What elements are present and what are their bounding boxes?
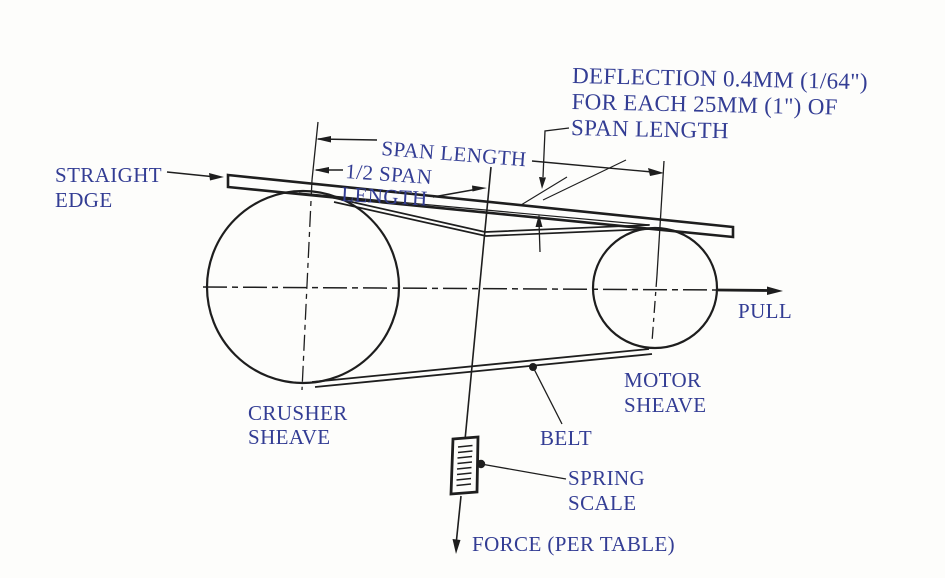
deflection-note-line1: DEFLECTION 0.4MM (1/64") bbox=[572, 63, 868, 94]
motor-sheave-circle bbox=[591, 226, 719, 350]
pull-arrow-icon bbox=[767, 286, 783, 295]
labels: DEFLECTION 0.4MM (1/64") FOR EACH 25MM (… bbox=[55, 63, 868, 556]
pull-arrow bbox=[717, 286, 783, 295]
motor-sheave-label-line2: SHEAVE bbox=[624, 393, 707, 417]
crusher-vertical-centerline bbox=[301, 179, 313, 391]
spring-scale-icon bbox=[449, 435, 480, 496]
deflection-note-leader bbox=[542, 127, 570, 178]
span-length-left-arrow-icon bbox=[316, 136, 331, 143]
crusher-sheave-label-line1: CRUSHER bbox=[248, 401, 348, 425]
belt-leader-group bbox=[529, 363, 563, 425]
belt-label: BELT bbox=[540, 426, 592, 450]
belt-lower-span-top-edge bbox=[311, 348, 650, 383]
deflection-witness-line-2 bbox=[542, 159, 627, 201]
force-line-lower bbox=[455, 495, 462, 541]
force-line-upper bbox=[464, 166, 492, 441]
span-length-right-shaft bbox=[531, 160, 653, 173]
crusher-sheave-label-line2: SHEAVE bbox=[248, 425, 331, 449]
spring-scale-label-line2: SCALE bbox=[568, 491, 637, 515]
belt-lower-span-bottom-edge bbox=[314, 353, 653, 388]
straight-edge-arrow-icon bbox=[209, 173, 224, 181]
crusher-reference-line bbox=[311, 121, 319, 181]
belt-undeflected-chord bbox=[298, 192, 651, 226]
spring-scale-label-line1: SPRING bbox=[568, 466, 645, 490]
pull-label: PULL bbox=[738, 299, 792, 323]
horizontal-centerline bbox=[202, 286, 719, 291]
force-arrow-icon bbox=[452, 539, 461, 554]
deflection-up-arrow-icon bbox=[535, 214, 543, 227]
deflection-note: DEFLECTION 0.4MM (1/64") FOR EACH 25MM (… bbox=[571, 63, 868, 143]
motor-vertical-centerline bbox=[651, 274, 658, 343]
deflection-dimension bbox=[520, 127, 627, 253]
straight-edge-leader-shaft bbox=[166, 171, 212, 178]
straight-edge-leader bbox=[166, 171, 224, 181]
deflection-note-line2: FOR EACH 25MM (1") OF bbox=[571, 89, 838, 120]
pull-arrow-shaft bbox=[717, 288, 771, 292]
deflection-witness-line-1 bbox=[520, 176, 568, 206]
force-assembly bbox=[449, 166, 567, 554]
span-length-right-arrow-icon bbox=[648, 168, 664, 176]
half-span-dimension bbox=[314, 167, 487, 198]
spring-scale-leader bbox=[480, 463, 567, 480]
centerlines bbox=[202, 121, 719, 391]
belt-deflected-bottom-edge bbox=[333, 201, 651, 237]
span-length-dimension bbox=[316, 136, 664, 176]
deflection-down-arrow-icon bbox=[539, 177, 546, 189]
force-label: FORCE (PER TABLE) bbox=[472, 532, 675, 556]
straight-edge-label-line2: EDGE bbox=[55, 188, 113, 212]
belt-leader bbox=[532, 366, 563, 425]
motor-sheave-label-line1: MOTOR bbox=[624, 368, 701, 392]
half-span-right-arrow-icon bbox=[472, 185, 487, 192]
half-span-label-line2: LENGTH bbox=[341, 182, 429, 210]
half-span-left-arrow-icon bbox=[314, 167, 329, 174]
deflection-note-line3: SPAN LENGTH bbox=[571, 115, 729, 143]
belt-lines bbox=[298, 192, 653, 388]
motor-reference-line bbox=[656, 160, 665, 276]
straight-edge-label-line1: STRAIGHT bbox=[55, 163, 162, 187]
half-span-right-shaft bbox=[432, 188, 476, 198]
spring-scale-graduations bbox=[456, 444, 473, 487]
